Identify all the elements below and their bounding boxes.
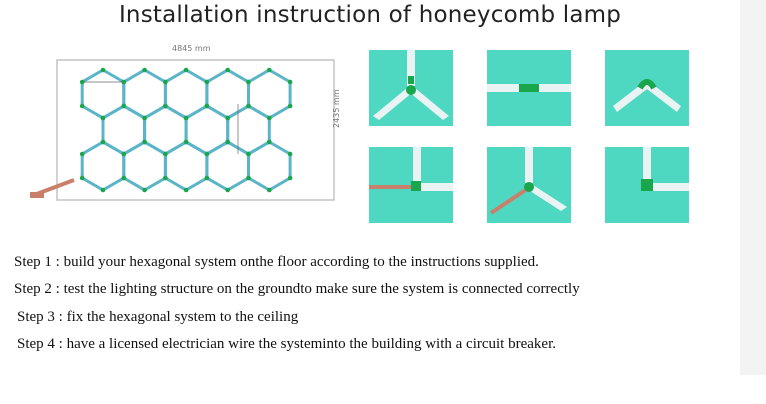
hexagon-connector: [287, 79, 293, 85]
hexagon-connector: [287, 103, 293, 109]
hexagon-connector: [121, 103, 127, 109]
hexagon-connector: [163, 151, 168, 157]
hexagon-connector: [267, 187, 272, 193]
detail-tile-three-way: [369, 50, 453, 126]
detail-tile-three-way-power: [487, 147, 571, 223]
hexagon-connector: [100, 187, 106, 193]
hexagon-connector: [121, 175, 127, 181]
hexagon-connector: [79, 175, 85, 181]
detail-tile-l-corner: [605, 147, 689, 223]
hexagon-connector: [204, 79, 210, 85]
hexagon-connector: [267, 67, 272, 73]
detail-tile-power-input: [369, 147, 453, 223]
hexagon-connector: [79, 151, 85, 157]
right-margin-strip: [740, 0, 766, 375]
hexagon-connector: [142, 139, 147, 145]
hexagon-connector: [121, 151, 127, 157]
hexagon-connector: [79, 103, 85, 109]
hexagon-connector: [100, 67, 106, 73]
hexagon-connector: [100, 115, 106, 121]
hexagon-cell: [80, 140, 126, 192]
width-dimension-label: 4845 mm: [172, 44, 211, 53]
hexagon-connector: [183, 115, 189, 121]
hexagon-connector: [204, 151, 210, 157]
hexagon-connector: [163, 79, 168, 85]
hexagon-connector: [287, 151, 293, 157]
hexagon-connector: [246, 103, 251, 109]
honeycomb-svg: [30, 59, 335, 201]
hexagon-connector: [204, 103, 210, 109]
hexagon-connector: [163, 103, 168, 109]
honeycomb-layout-diagram: [28, 42, 368, 212]
hexagon-cell: [122, 140, 167, 192]
hexagon-cell: [163, 140, 209, 192]
hexagon-connector: [246, 79, 251, 85]
step-3: Step 3 : fix the hexagonal system to the…: [17, 309, 299, 325]
step-1: Step 1 : build your hexagonal system ont…: [14, 254, 539, 270]
hexagon-connector: [183, 187, 189, 193]
hexagon-connector: [142, 115, 147, 121]
hexagon-connector: [204, 175, 210, 181]
hexagon-connector: [267, 139, 272, 145]
hexagon-grid: [79, 67, 293, 193]
hexagon-connector: [121, 79, 127, 85]
hexagon-connector: [267, 115, 272, 121]
page-title: Installation instruction of honeycomb la…: [118, 2, 622, 28]
hexagon-connector: [225, 115, 230, 121]
step-2: Step 2 : test the lighting structure on …: [14, 281, 580, 297]
hexagon-connector: [246, 175, 251, 181]
hexagon-connector: [142, 67, 147, 73]
step-4: Step 4 : have a licensed electrician wir…: [17, 336, 556, 352]
power-plug: [30, 192, 44, 198]
hexagon-connector: [183, 139, 189, 145]
hexagon-connector: [287, 175, 293, 181]
hexagon-connector: [163, 175, 168, 181]
hexagon-cell: [205, 140, 250, 192]
hexagon-connector: [183, 67, 189, 73]
hexagon-connector: [142, 187, 147, 193]
hexagon-connector: [246, 151, 251, 157]
hexagon-connector: [225, 187, 230, 193]
detail-tile-corner: [605, 50, 689, 126]
hexagon-connector: [100, 139, 106, 145]
hexagon-connector: [79, 79, 85, 85]
hexagon-cell: [247, 140, 292, 192]
height-dimension-label: 2435 mm: [332, 89, 341, 129]
hexagon-connector: [225, 67, 230, 73]
frame-outline: [56, 59, 335, 201]
detail-tile-straight: [487, 50, 571, 126]
hexagon-connector: [225, 139, 230, 145]
